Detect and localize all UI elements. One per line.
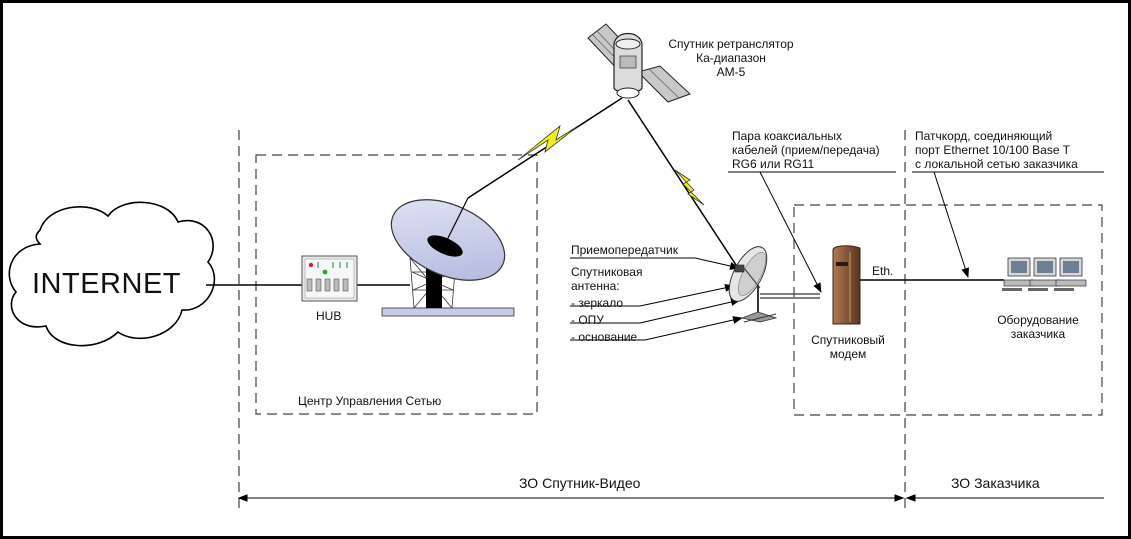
- antenna-label: Спутниковая антенна: - зеркало - ОПУ - о…: [571, 265, 643, 344]
- provider-zone-label: ЗО Спутник-Видео: [519, 475, 641, 491]
- hub-satellite-link: [467, 97, 623, 199]
- coax-label: Пара коаксиальных кабелей (прием/передач…: [732, 129, 880, 171]
- zone-boundaries: [238, 130, 1103, 512]
- hub-icon: [301, 255, 358, 302]
- opu-pointer: [639, 298, 741, 324]
- customer-zone-label: ЗО Заказчика: [951, 475, 1040, 491]
- customer-modem-zone-box: [793, 204, 1103, 416]
- patchcord-label: Патчкорд, соединяющий порт Ethernet 10/1…: [915, 129, 1078, 171]
- lightning-icon: [517, 124, 705, 206]
- internet-label: INTERNET: [32, 268, 181, 300]
- modem-label: Спутниковый модем: [811, 333, 885, 361]
- satellite-icon: [587, 23, 691, 103]
- patchcord-pointer: [933, 171, 970, 278]
- modem-icon: [832, 245, 861, 325]
- dish-icon: [381, 197, 515, 317]
- coax-pointer: [759, 171, 822, 293]
- hub-label: HUB: [316, 309, 342, 323]
- ncc-label: Центр Управления Сетью: [298, 394, 442, 408]
- transceiver-label: Приемопередатчик: [571, 243, 678, 257]
- eth-port-label: Eth.: [872, 264, 894, 278]
- cloud-icon: [8, 201, 216, 347]
- satellite-label: Спутник ретранслятор Ка-диапазон АМ-5: [668, 37, 794, 79]
- computer-icon: [1002, 257, 1087, 291]
- transceiver-pointer: [694, 257, 740, 270]
- customer-equipment-label: Оборудование заказчика: [997, 313, 1079, 341]
- small-dish-icon: [728, 246, 778, 323]
- zone-arrows: [237, 494, 1104, 502]
- base-pointer: [644, 316, 743, 341]
- mirror-pointer: [639, 283, 735, 307]
